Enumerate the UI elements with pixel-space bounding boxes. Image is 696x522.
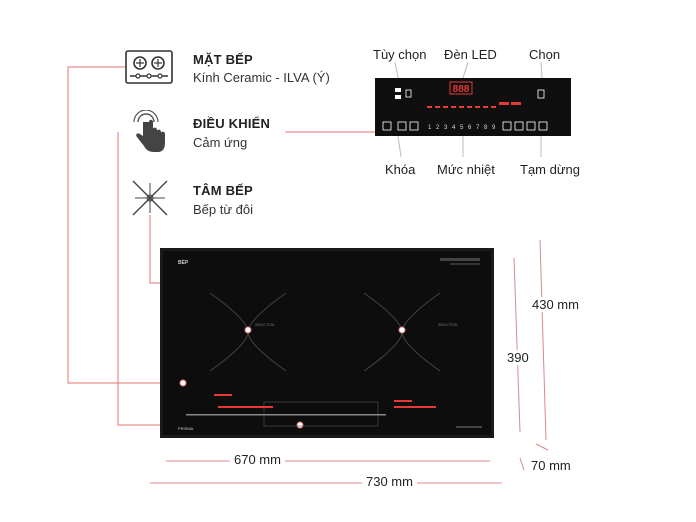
induction-coil-icon [132,180,168,216]
feature-zone [131,179,169,222]
dim-inner-depth: 390 [505,350,531,365]
label-pause: Tạm dừng [520,162,581,177]
dim-outer-depth: 430 mm [530,297,581,312]
led-display-digits: 888 [453,84,470,95]
heat-level-8: 8 [484,125,488,131]
label-led: Đèn LED [444,47,497,62]
feature-control [130,109,168,161]
heat-level-9: 9 [492,125,496,131]
feature-title-zone: TÂM BẾP [193,183,253,198]
heat-level-5: 5 [460,125,464,131]
heat-level-2: 2 [436,125,440,131]
brand-mark: BỂP [178,259,189,266]
dim-height: 70 mm [531,458,571,473]
label-heat-level: Mức nhiệt [437,162,495,177]
feature-subtitle-zone: Bếp từ đôi [193,202,254,217]
heat-level-7: 7 [476,125,480,131]
heat-level-1: 1 [428,125,432,131]
led-display: 888 [449,81,473,95]
dim-inner-width: 670 mm [230,452,285,467]
feature-cooktop [125,50,173,89]
dim-outer-width: 730 mm [362,474,417,489]
cooktop-icon [125,50,173,84]
feature-title-control: ĐIỀU KHIỂN [193,116,271,131]
right-zone-text: INDUCTION [438,323,458,327]
label-select: Chọn [529,47,561,62]
cooktop: BỂP INDUCTION INDUCTION PRISMA [160,248,494,438]
feature-title-cooktop: MẶT BẾP [193,52,253,67]
feature-subtitle-control: Cảm ứng [193,135,248,150]
label-lock: Khóa [385,162,416,177]
heat-level-3: 3 [444,125,448,131]
heat-level-6: 6 [468,125,472,131]
svg-text:PRISMA: PRISMA [178,426,194,431]
touch-hand-icon [133,109,165,152]
heat-level-4: 4 [452,125,456,131]
label-option: Tùy chọn [373,47,427,62]
feature-subtitle-cooktop: Kính Ceramic - ILVA (Ý) [193,70,330,85]
left-zone-text: INDUCTION [255,323,275,327]
